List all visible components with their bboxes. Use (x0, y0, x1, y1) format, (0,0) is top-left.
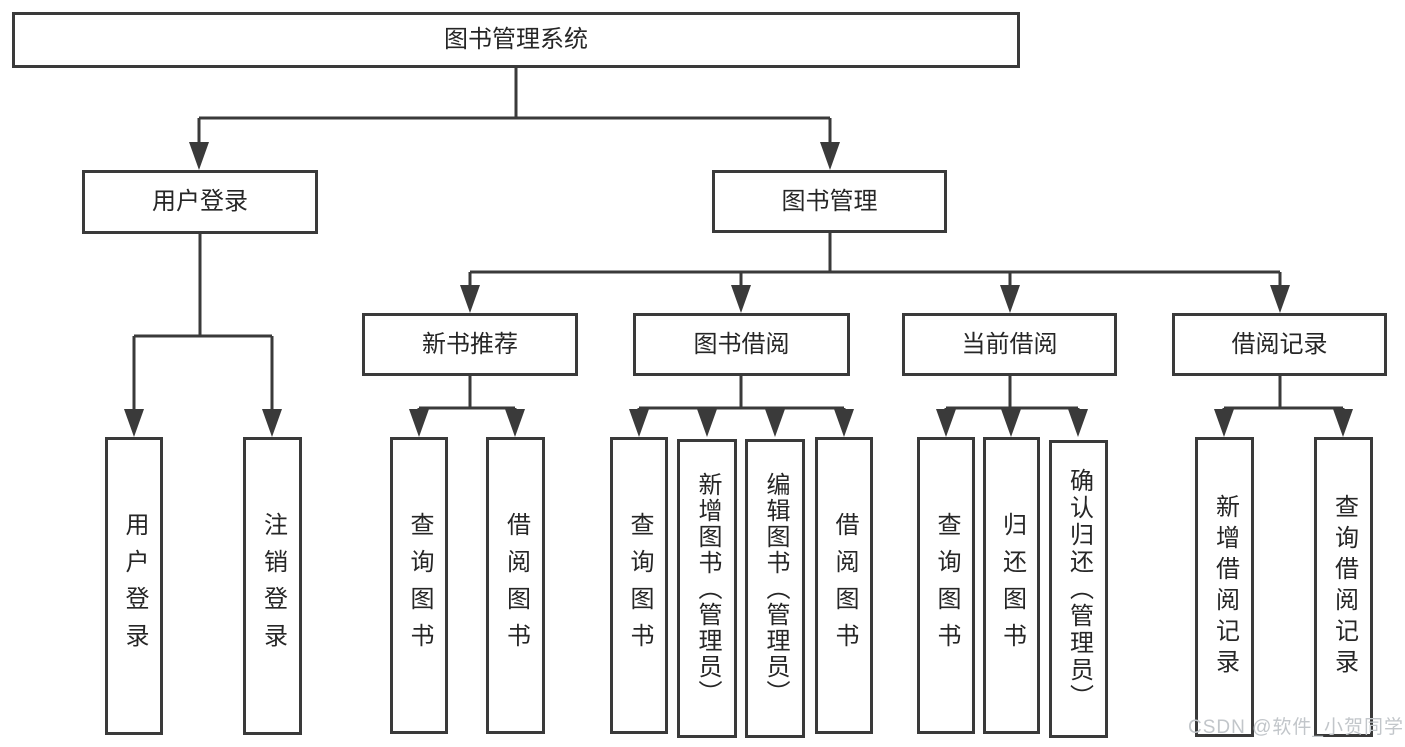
node-user-login: 用户登录 (105, 437, 163, 735)
csdn-watermark: CSDN @软件_小贺同学 (1188, 717, 1404, 738)
arrowhead-icon (1000, 285, 1020, 313)
node-add-books-admin: 新增图书（管理员） (677, 439, 737, 738)
node-label: 图书管理 (781, 187, 878, 215)
arrowhead-icon (1270, 285, 1290, 313)
node-query-books-recommend: 查询图书 (390, 437, 448, 734)
node-user-login-group: 用户登录 (82, 170, 318, 234)
node-label: 借阅记录 (1231, 330, 1328, 358)
node-label: 注销登录 (259, 512, 287, 660)
connector-bookborrow-to-leaves (637, 376, 846, 420)
arrowhead-icon (936, 409, 956, 437)
node-label: 编辑图书（管理员） (762, 471, 789, 706)
arrowhead-icon (1333, 409, 1353, 437)
node-label: 新书推荐 (422, 330, 518, 358)
node-current-borrow: 当前借阅 (902, 313, 1117, 376)
node-return-books: 归还图书 (983, 437, 1040, 734)
node-query-books-borrow: 查询图书 (610, 437, 668, 734)
arrowhead-icon (124, 409, 144, 437)
node-new-book-recommend: 新书推荐 (362, 313, 578, 376)
node-label: 查询图书 (933, 511, 960, 660)
node-add-borrow-record: 新增借阅记录 (1195, 437, 1254, 737)
connector-root-to-level1 (197, 68, 832, 148)
node-label: 新增借阅记录 (1211, 494, 1239, 680)
node-book-borrow: 图书借阅 (633, 313, 850, 376)
node-label: 新增图书（管理员） (694, 471, 721, 706)
node-book-management: 图书管理 (712, 170, 947, 233)
node-label: 查询图书 (406, 511, 433, 660)
arrowhead-icon (820, 142, 840, 170)
node-label: 图书管理系统 (444, 26, 588, 53)
node-borrow-books-recommend: 借阅图书 (486, 437, 545, 734)
arrowhead-icon (409, 409, 429, 437)
node-label: 归还图书 (998, 511, 1026, 660)
node-label: 图书借阅 (693, 330, 790, 358)
arrowhead-icon (834, 409, 854, 437)
arrowhead-icon (765, 409, 785, 437)
node-edit-books-admin: 编辑图书（管理员） (745, 439, 805, 738)
arrowhead-icon (629, 409, 649, 437)
node-logout: 注销登录 (243, 437, 302, 735)
arrowhead-icon (1001, 409, 1021, 437)
connector-borrowrecord-to-leaves (1222, 376, 1345, 420)
node-label: 用户登录 (152, 188, 248, 215)
node-label: 借阅图书 (831, 511, 858, 660)
arrowhead-icon (505, 409, 525, 437)
arrowhead-icon (460, 285, 480, 313)
arrowhead-icon (262, 409, 282, 437)
node-query-borrow-record: 查询借阅记录 (1314, 437, 1373, 737)
node-borrow-books-borrow: 借阅图书 (815, 437, 873, 734)
arrowhead-icon (1214, 409, 1234, 437)
connector-userlogin-to-leaves (132, 234, 274, 415)
connector-newbook-to-leaves (417, 376, 517, 420)
node-label: 确认归还（管理员） (1065, 467, 1093, 711)
node-label: 借阅图书 (502, 511, 530, 660)
node-query-books-current: 查询图书 (917, 437, 975, 734)
node-label: 查询借阅记录 (1330, 494, 1358, 680)
node-label: 当前借阅 (961, 330, 1058, 358)
node-library-management-system: 图书管理系统 (12, 12, 1020, 68)
node-borrow-records: 借阅记录 (1172, 313, 1387, 376)
node-label: 查询图书 (626, 511, 653, 660)
node-label: 用户登录 (121, 512, 148, 660)
arrowhead-icon (1068, 409, 1088, 437)
node-confirm-return-admin: 确认归还（管理员） (1049, 440, 1108, 738)
arrowhead-icon (189, 142, 209, 170)
arrowhead-icon (697, 409, 717, 437)
arrowhead-icon (731, 285, 751, 313)
connector-bookmgmt-to-level2 (468, 233, 1282, 291)
